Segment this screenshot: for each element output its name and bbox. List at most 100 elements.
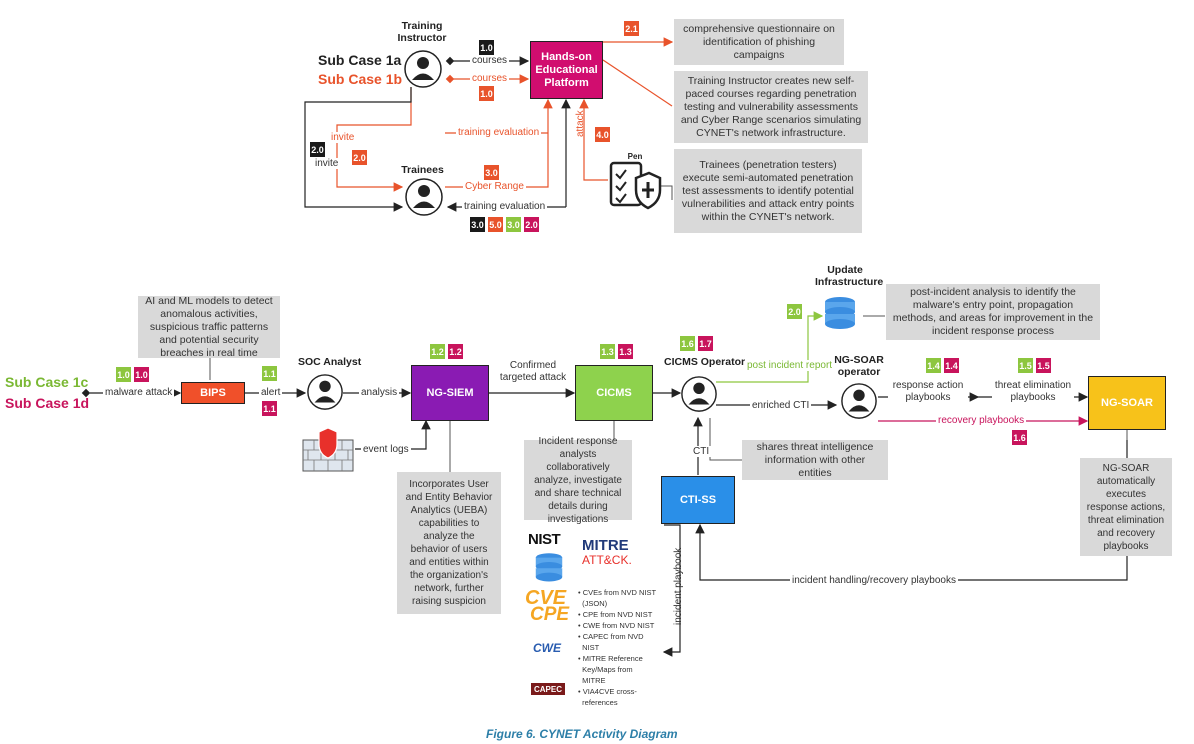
step-badge: 1.4 [926,358,941,373]
attack-logo-text: ATT&CK. [582,553,632,567]
courses-label: courses [470,55,510,66]
step-badge: 2.0 [524,217,539,232]
list-item: • VIA4CVE cross- [578,687,637,696]
list-item: • CAPEC from NVD [578,632,644,641]
step-badge: 2.1 [624,21,639,36]
training-instructor-actor-icon [404,50,442,88]
step-badge: 5.0 [488,217,503,232]
cwe-logo: CWE [533,641,561,655]
step-badge: 1.2 [448,344,463,359]
alert-label: alert [259,387,283,398]
update-infrastructure-label: Update Infrastructure [815,264,884,288]
step-badge: 1.5 [1018,358,1033,373]
nist-logo: NIST [528,531,561,548]
step-badge: 2.0 [352,150,367,165]
threat-elimination-playbooks-label: threat elimination playbooks [992,380,1074,404]
pen-test-icon [609,161,662,210]
step-badge: 1.3 [618,344,633,359]
trainees-note: Trainees (penetration testers) execute s… [674,149,862,233]
step-badge: 1.7 [698,336,713,351]
confirmed-targeted-attack-label: Confirmed targeted attack [490,360,576,384]
trainees-label: Trainees [401,164,444,176]
step-badge: 1.4 [944,358,959,373]
step-badge: 1.6 [1012,430,1027,445]
soc-analyst-label: SOC Analyst [298,356,362,368]
figure-caption: Figure 6. CYNET Activity Diagram [486,727,678,741]
training-evaluation-label: training evaluation [462,201,548,212]
response-action-playbooks-label: response action playbooks [888,380,968,404]
hands-on-educational-platform-node[interactable]: Hands-on Educational Platform [530,41,603,99]
ueba-note: Incorporates User and Entity Behavior An… [397,472,501,614]
incident-handling-label: incident handling/recovery playbooks [790,575,958,586]
training-evaluation-label: training evaluation [456,127,542,138]
invite-label: invite [313,158,341,169]
ai-ml-note: AI and ML models to detect anomalous act… [138,295,280,359]
shares-threat-intel-note: shares threat intelligence information w… [742,440,888,480]
invite-label: invite [329,132,357,143]
step-badge: 1.0 [116,367,131,382]
step-badge: 1.0 [479,40,494,55]
attack-label: attack [575,110,586,137]
cpe-logo: CPE [530,604,570,625]
post-incident-report-label: post incident report [745,360,835,371]
step-badge: 1.0 [134,367,149,382]
step-badge: 1.3 [600,344,615,359]
database-icon [535,553,563,582]
questionnaire-note: comprehensive questionnaire on identific… [674,19,844,65]
step-badge: 2.0 [310,142,325,157]
cti-ss-node[interactable]: CTI-SS [661,476,735,524]
subcase-1d-label: Sub Case 1d [5,395,90,411]
firewall-icon [302,427,354,472]
list-item: • CVEs from NVD NIST [578,588,657,597]
bips-node[interactable]: BIPS [181,382,245,404]
step-badge: 1.6 [680,336,695,351]
subcase-1b-label: Sub Case 1b [318,71,403,87]
cve-logo: CVE [525,587,567,609]
list-item: NIST [582,643,600,652]
step-badge: 4.0 [595,127,610,142]
step-badge: 3.0 [470,217,485,232]
list-item: • CPE from NVD NIST [578,610,653,619]
step-badge: 1.5 [1036,358,1051,373]
capec-logo: CAPEC [531,683,565,695]
step-badge: 3.0 [484,165,499,180]
step-badge: 3.0 [506,217,521,232]
subcase-1c-label: Sub Case 1c [5,374,89,390]
step-badge: 1.0 [479,86,494,101]
mitre-logo: MITRE ATT&CK. [582,538,632,567]
pen-label: Pen [627,152,643,161]
list-item: MITRE [582,676,606,685]
analysis-label: analysis [359,387,400,398]
ng-soar-node[interactable]: NG-SOAR [1088,376,1166,430]
enriched-cti-label: enriched CTI [750,400,812,411]
ng-siem-node[interactable]: NG-SIEM [411,365,489,421]
soc-analyst-actor-icon [307,374,343,410]
step-badge: 1.1 [262,366,277,381]
courses-note: Training Instructor creates new self-pac… [674,71,868,143]
cicms-operator-label: CICMS Operator [664,356,746,368]
cti-label: CTI [691,446,712,457]
cyber-range-label: Cyber Range [463,181,526,192]
step-badge: 1.1 [262,401,277,416]
cicms-node[interactable]: CICMS [575,365,653,421]
list-item: • MITRE Reference [578,654,643,663]
list-item: Key/Maps from [582,665,633,674]
incident-response-note: Incident response analysts collaborative… [524,436,632,525]
cicms-operator-actor-icon [681,376,717,412]
event-logs-label: event logs [361,444,411,455]
ng-soar-operator-actor-icon [841,383,877,419]
step-badge: 1.2 [430,344,445,359]
post-incident-note: post-incident analysis to identify the m… [886,284,1100,340]
training-instructor-label: Training Instructor [397,20,447,44]
step-badge: 2.0 [787,304,802,319]
incident-playbook-label: incident playbook [673,547,684,625]
malware-attack-label: malware attack [103,387,175,398]
ng-soar-operator-label: NG-SOAR operator [834,354,884,378]
list-item: references [582,698,618,707]
courses-label: courses [470,73,510,84]
trainees-actor-icon [405,178,443,216]
ng-soar-note: NG-SOAR automatically executes response … [1080,458,1172,556]
data-sources-list: • CVEs from NVD NIST (JSON) • CPE from N… [578,587,656,708]
recovery-playbooks-label: recovery playbooks [936,415,1027,426]
subcase-1a-label: Sub Case 1a [318,52,402,68]
